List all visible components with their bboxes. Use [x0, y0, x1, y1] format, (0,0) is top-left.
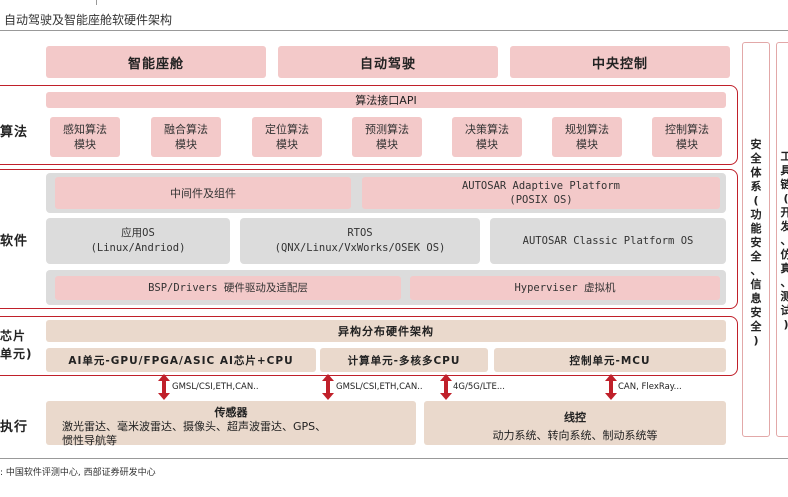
autosar-adaptive-box: AUTOSAR Adaptive Platform (POSIX OS) [362, 177, 720, 209]
algorithm-frame [0, 85, 738, 165]
module-prediction: 预测算法 模块 [352, 117, 422, 157]
rtos-box: RTOS (QNX/Linux/VxWorks/OSEK OS) [240, 218, 480, 264]
security-text: 安全体系(功能安全、信息安全) [750, 138, 762, 347]
sensor-box: 传感器 激光雷达、毫米波雷达、摄像头、超声波雷达、GPS、 惯性导航等 [46, 401, 416, 447]
algorithm-api: 算法接口API [46, 92, 726, 108]
sensor-title: 传感器 [214, 406, 248, 419]
hetero-arch-box: 异构分布硬件架构 [46, 320, 726, 342]
control-unit-box: 控制单元-MCU [494, 348, 726, 372]
module-localization: 定位算法 模块 [252, 117, 322, 157]
top-box-autonomous: 自动驾驶 [278, 46, 498, 78]
chip-frame [0, 316, 738, 376]
hypervisor-box: Hyperviser 虚拟机 [410, 276, 720, 300]
compute-unit-box: 计算单元-多核多CPU [320, 348, 488, 372]
top-box-cockpit: 智能座舱 [46, 46, 266, 78]
source-note: : 中国软件评测中心, 西部证券研发中心 [0, 468, 156, 478]
connector-label-4: CAN, FlexRay... [618, 382, 682, 392]
module-fusion: 融合算法 模块 [151, 117, 221, 157]
wire-control-body: 动力系统、转向系统、制动系统等 [492, 429, 658, 442]
app-os-box: 应用OS (Linux/Andriod) [46, 218, 230, 264]
toolchain-column [776, 42, 788, 437]
connector-label-3: 4G/5G/LTE... [453, 382, 505, 392]
wire-control-title: 线控 [564, 411, 586, 424]
algorithm-label: 算法 [0, 125, 29, 140]
bsp-box: BSP/Drivers 硬件驱动及适配层 [55, 276, 401, 300]
top-box-central: 中央控制 [510, 46, 730, 78]
connector-label-1: GMSL/CSI,ETH,CAN.. [172, 382, 259, 392]
ai-unit-box: AI单元-GPU/FPGA/ASIC AI芯片+CPU [46, 348, 316, 372]
execution-label: 执行 [0, 420, 29, 435]
title-divider [0, 30, 788, 31]
chip-label: 芯片 单元) [0, 329, 33, 361]
connector-label-2: GMSL/CSI,ETH,CAN.. [336, 382, 423, 392]
module-planning: 规划算法 模块 [552, 117, 622, 157]
autosar-classic-box: AUTOSAR Classic Platform OS [490, 218, 726, 264]
security-column [742, 42, 770, 437]
toolchain-text: 工具链(开发、仿真、测试) [780, 150, 788, 331]
middleware-box: 中间件及组件 [55, 177, 351, 209]
bottom-divider [0, 458, 788, 459]
page-title: 自动驾驶及智能座舱软硬件架构 [4, 13, 173, 27]
module-perception: 感知算法 模块 [50, 117, 120, 157]
wire-control-box: 线控 动力系统、转向系统、制动系统等 [424, 401, 726, 445]
module-control: 控制算法 模块 [652, 117, 722, 157]
software-frame [0, 169, 738, 309]
sensor-body: 激光雷达、毫米波雷达、摄像头、超声波雷达、GPS、 惯性导航等 [62, 420, 327, 447]
top-mark [96, 0, 97, 5]
software-label: 软件 [0, 234, 29, 249]
module-decision: 决策算法 模块 [452, 117, 522, 157]
